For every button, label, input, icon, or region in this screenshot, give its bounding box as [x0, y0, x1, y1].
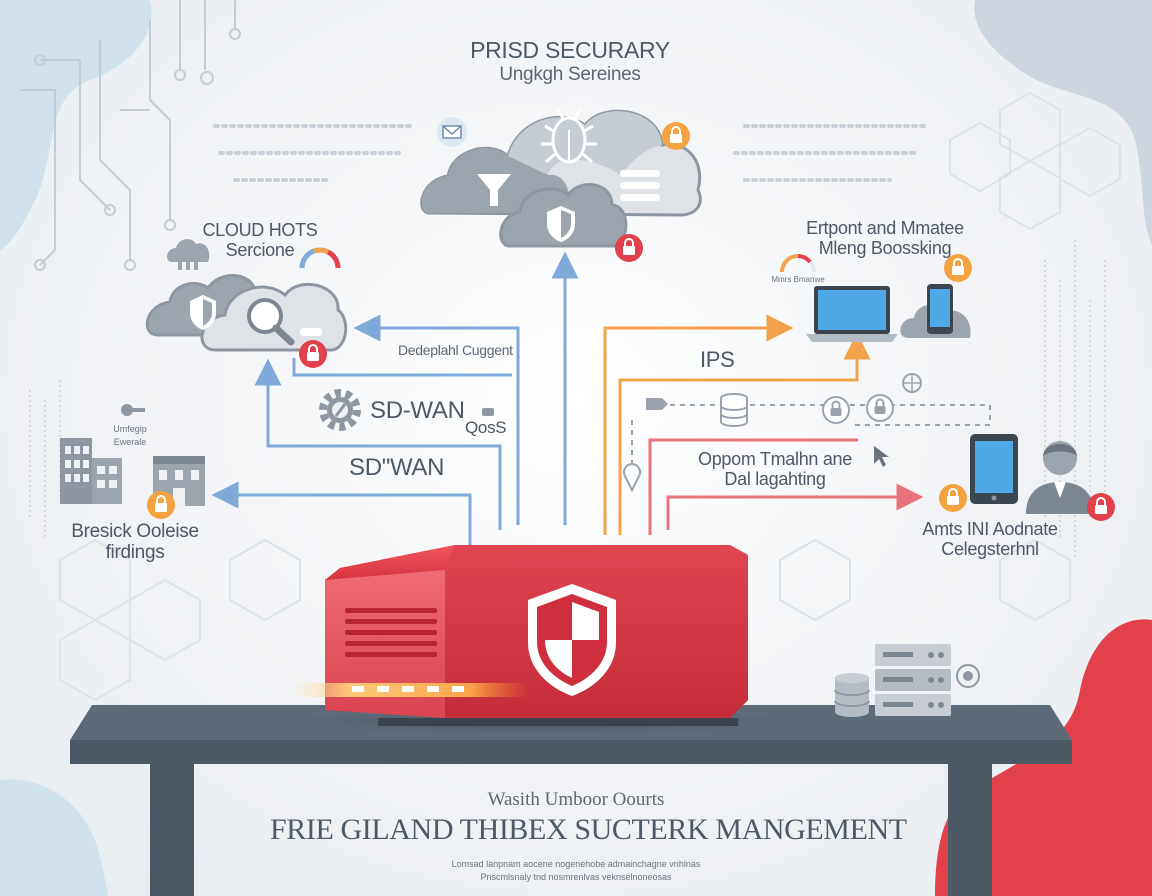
- footer-fine-print: Lomsad lanpnam aocene nogenehobe admainc…: [451, 859, 701, 869]
- qos-label: QosS: [465, 418, 507, 437]
- small-label: Umfegip: [113, 424, 147, 434]
- lock-icon: [822, 396, 850, 424]
- blue-connectors: [211, 251, 579, 545]
- left-cloud-cluster: [145, 274, 348, 352]
- server-rack-icon: [875, 644, 951, 716]
- header-title: PRISD SECURARY: [470, 37, 670, 63]
- sdwan-label: SD"WAN: [349, 454, 445, 481]
- orange-connectors: [603, 314, 871, 535]
- oppon-label-line2: Dal lagahting: [724, 469, 826, 489]
- gauge-icon: [780, 254, 816, 273]
- mail-icon: [437, 117, 467, 147]
- footer-fine-print: Pnscmlsnaly tnd nosmrenlvas veknselnoneo…: [480, 872, 672, 882]
- tablet-icon: [970, 434, 1018, 504]
- small-tag-icon: [482, 408, 494, 416]
- vent-grille: [345, 608, 437, 657]
- database-icon: [720, 393, 748, 427]
- gauge-icon: [299, 247, 341, 269]
- small-cloud-icon: [167, 239, 210, 270]
- globe-icon: [902, 373, 922, 393]
- right-top-title: Ertpont and Mmatee: [806, 218, 964, 238]
- lock-icon: [614, 233, 644, 263]
- red-connectors: [648, 438, 924, 535]
- ips-label: IPS: [700, 347, 735, 372]
- lock-icon: [1086, 492, 1116, 522]
- tag-icon: [646, 398, 668, 410]
- cloud-phone-group: [900, 284, 971, 338]
- header-subtitle: Ungkgh Sereines: [499, 64, 641, 85]
- key-icon: [121, 404, 145, 416]
- sdwan-gear-label: SD-WAN: [370, 397, 465, 424]
- right-top-subtitle: Mleng Boossking: [818, 238, 952, 258]
- building-icon: [60, 438, 122, 504]
- lock-icon: [943, 253, 973, 283]
- left-cloud-title: CLOUD HOTS: [202, 220, 318, 240]
- circuit-traces-left-lower: [29, 380, 61, 540]
- lock-icon: [938, 483, 968, 513]
- laptop-icon: [806, 286, 898, 342]
- shield-icon: [547, 206, 575, 242]
- deployment-label: Dedeplahl Cuggent: [398, 342, 513, 358]
- gear-icon: [319, 389, 361, 431]
- footer-title: FRIE GILAND THIBEX SUCTERK MANGEMENT: [270, 813, 907, 846]
- brand-seal-icon: [956, 664, 980, 688]
- lock-icon: [298, 339, 328, 369]
- pin-icon: [623, 463, 641, 493]
- database-icon: [834, 673, 870, 717]
- circuit-traces-top-center: [200, 0, 241, 85]
- lock-icon: [146, 490, 176, 520]
- firewall-appliance-icon: [290, 545, 748, 726]
- footer-kicker: Wasith Umboor Oourts: [487, 789, 665, 810]
- search-icon: [247, 298, 295, 346]
- oppon-label-line1: Oppom Tmalhn ane: [698, 449, 852, 469]
- corner-blob-bottom-left: [0, 779, 108, 896]
- small-label: Mmrs Bmanwe: [771, 275, 825, 284]
- user-icon: [1026, 441, 1094, 514]
- cursor-icon: [874, 446, 889, 467]
- shield-icon: [190, 295, 216, 330]
- left-cloud-subtitle: Sercione: [225, 240, 295, 260]
- corner-blob-top-right: [974, 0, 1152, 245]
- right-mid-label-line1: Amts INI Aodnate: [922, 519, 1058, 539]
- list-icon: [620, 170, 660, 201]
- branch-label-line2: firdings: [105, 542, 165, 563]
- corner-blob-top-left: [0, 0, 152, 250]
- phone-icon: [927, 284, 953, 334]
- right-mid-label-line2: Celegsterhnl: [941, 539, 1039, 559]
- circuit-traces-left: [20, 0, 186, 271]
- lock-icon: [866, 394, 894, 422]
- shield-icon: [528, 584, 616, 696]
- filter-icon: [477, 174, 511, 206]
- dotted-data-lines: [213, 124, 927, 182]
- small-label: Ewerale: [113, 437, 147, 447]
- desk: [70, 705, 1072, 896]
- hexagon-pattern: [59, 91, 1121, 702]
- branch-label-line1: Bresick Ooleise: [71, 521, 199, 542]
- bug-icon: [541, 109, 597, 164]
- status-bar: [300, 328, 322, 336]
- lock-icon: [661, 121, 691, 151]
- top-cloud-cluster: [420, 109, 702, 248]
